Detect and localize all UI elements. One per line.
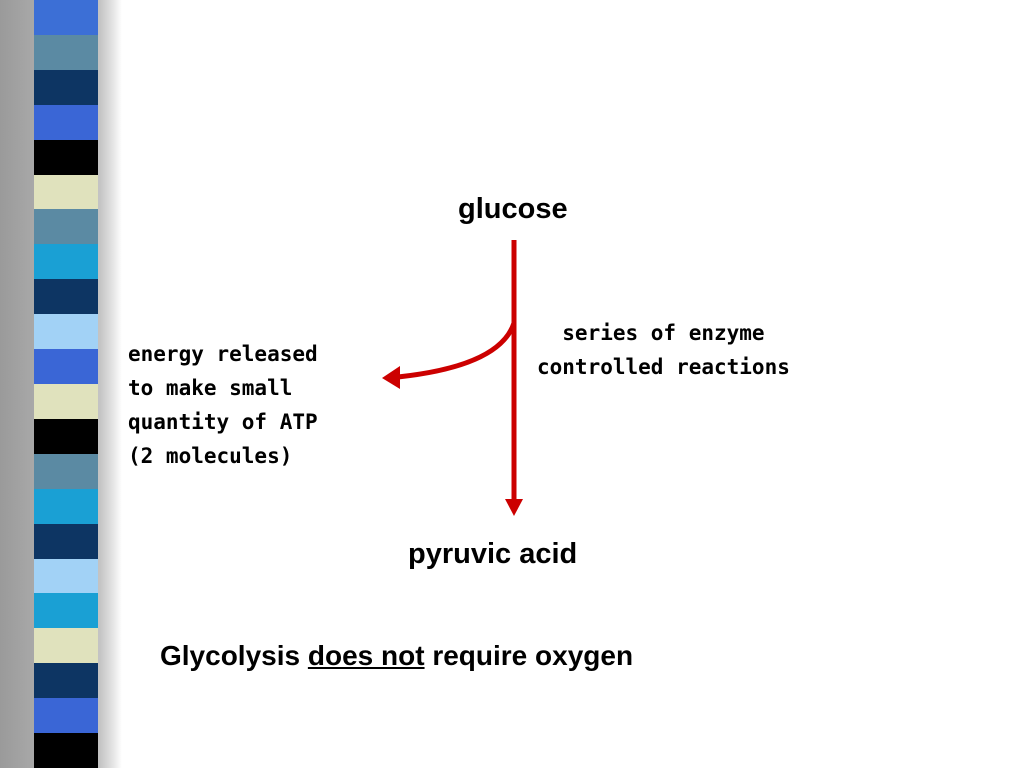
stripe-band	[34, 384, 98, 420]
main-arrowhead	[505, 499, 523, 516]
energy-note-line-1: energy released	[128, 342, 318, 366]
stripe-band	[34, 34, 98, 71]
energy-note-line-3: quantity of ATP	[128, 410, 318, 434]
energy-note-line-4: (2 molecules)	[128, 444, 293, 468]
footer-emphasis: does not	[307, 640, 425, 671]
stripe-band	[34, 488, 98, 525]
stripe-band	[34, 523, 98, 560]
energy-note-line-2: to make small	[128, 376, 293, 400]
stripe-band	[34, 628, 98, 664]
stripe-band	[34, 453, 98, 490]
energy-released-note: energy released to make small quantity o…	[128, 337, 318, 473]
branch-arrowhead	[382, 366, 400, 389]
footer-text-end: require oxygen	[424, 640, 634, 671]
stripe-band	[34, 663, 98, 699]
stripe-band	[34, 314, 98, 350]
stripe-band	[34, 698, 98, 734]
stripe-band	[34, 209, 98, 245]
pyruvic-acid-label: pyruvic acid	[408, 538, 578, 570]
stripe-band	[34, 279, 98, 315]
enzyme-note-line-1: series of enzyme	[562, 321, 765, 345]
stripe-band	[34, 69, 98, 106]
enzyme-note-line-2: controlled reactions	[537, 355, 790, 379]
stripe-band	[34, 174, 98, 210]
stripe-band	[34, 104, 98, 141]
stripe-band	[34, 0, 98, 36]
enzyme-reactions-note: series of enzyme controlled reactions	[537, 316, 790, 384]
branch-arrow	[397, 322, 517, 380]
stripe-band	[34, 733, 98, 768]
stripe-band	[34, 558, 98, 594]
stripe-band	[34, 139, 98, 176]
glucose-label: glucose	[458, 193, 568, 225]
stripe-band	[34, 418, 98, 455]
footer-text-start: Glycolysis	[160, 640, 308, 671]
stripe-band	[34, 349, 98, 385]
stripe-band	[34, 244, 98, 280]
decorative-stripe	[34, 0, 98, 768]
stripe-band	[34, 593, 98, 629]
footer-statement: Glycolysis does not require oxygen	[160, 640, 633, 672]
